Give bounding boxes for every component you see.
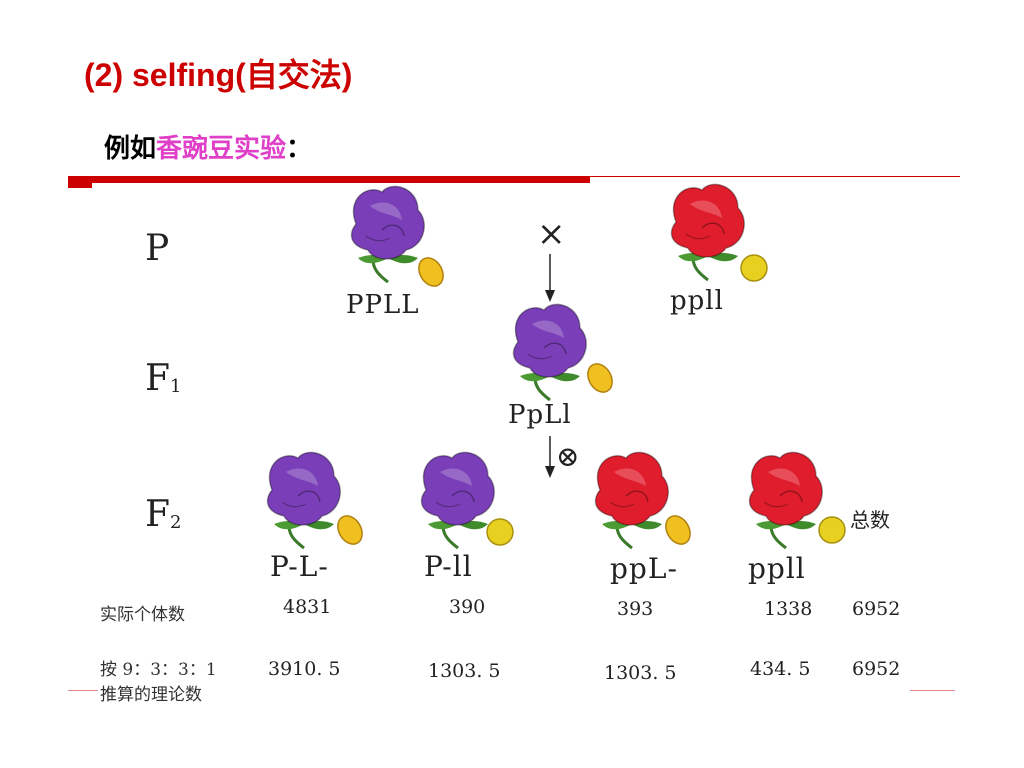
seed-f1	[587, 363, 613, 393]
seed-f2-ppll	[818, 516, 846, 544]
subtitle-suffix: ：	[286, 134, 313, 164]
flower-f2-p-l	[266, 450, 342, 550]
seed-f2-p-ll	[486, 518, 514, 546]
generation-f1-label: F1	[145, 358, 182, 399]
genotype-f2-2: P-ll	[424, 550, 473, 583]
seed-f2-p-l	[337, 515, 363, 545]
genotype-parent-2: ppll	[670, 286, 724, 316]
flower-f1-purple	[512, 302, 588, 402]
genotype-f1: PpLl	[508, 400, 572, 430]
genotype-f2-1: P-L-	[270, 550, 329, 583]
genotype-f2-3: ppL-	[610, 552, 678, 585]
actual-value-4: 1338	[764, 598, 813, 620]
flower-parent-purple	[350, 184, 426, 284]
seed-f2-ppl	[665, 515, 691, 545]
subtitle-prefix: 例如	[104, 134, 157, 164]
flower-parent-red	[670, 182, 746, 282]
theoretical-value-2: 1303. 5	[428, 660, 501, 682]
row-label-ratio: 按 9：3：3：1	[100, 660, 217, 680]
title-divider-thin	[590, 176, 960, 177]
title-divider-tick	[68, 176, 92, 188]
seed-parent-purple	[418, 257, 444, 287]
footer-rule-right	[910, 690, 955, 691]
genotype-f2-4: ppll	[748, 552, 806, 585]
total-label: 总数	[850, 508, 890, 532]
actual-value-2: 390	[449, 596, 486, 618]
arrow-self-head	[545, 466, 555, 478]
theoretical-value-total: 6952	[852, 658, 901, 680]
actual-value-3: 393	[617, 598, 654, 620]
self-symbol: ⊗	[556, 440, 580, 473]
theoretical-value-3: 1303. 5	[604, 662, 677, 684]
row-label-theoretical: 推算的理论数	[100, 685, 202, 705]
seed-parent-red	[740, 254, 768, 282]
generation-p-label: P	[145, 228, 170, 269]
flower-f2-ppll	[748, 450, 824, 550]
arrow-cross-head	[545, 290, 555, 302]
footer-rule-left	[68, 690, 98, 691]
slide-subtitle: 例如香豌豆实验：	[104, 128, 312, 165]
flower-f2-ppl	[594, 450, 670, 550]
actual-value-1: 4831	[283, 596, 332, 618]
theoretical-value-1: 3910. 5	[268, 658, 341, 680]
subtitle-highlight: 香豌豆实验	[156, 134, 287, 164]
title-divider-thick	[68, 176, 590, 183]
generation-f2-label: F2	[145, 494, 182, 535]
actual-value-total: 6952	[852, 598, 901, 620]
cross-symbol: ×	[537, 214, 566, 254]
genotype-parent-1: PPLL	[346, 290, 420, 320]
flower-f2-p-ll	[420, 450, 496, 550]
slide-title: (2) selfing(自交法)	[84, 57, 353, 93]
theoretical-value-4: 434. 5	[750, 658, 811, 680]
row-label-actual: 实际个体数	[100, 605, 185, 625]
